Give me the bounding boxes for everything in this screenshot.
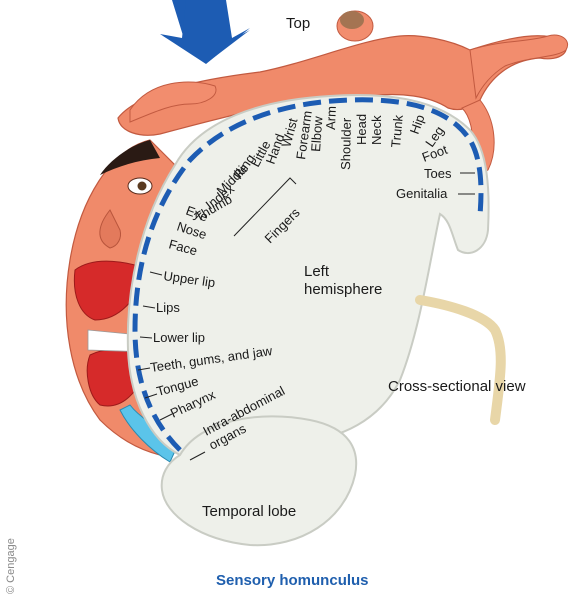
label-wrist: Wrist: [278, 116, 300, 149]
label-group-right: Foot Toes Genitalia: [396, 142, 475, 201]
label-genitalia: Genitalia: [396, 186, 448, 201]
label-head: Head: [354, 114, 369, 145]
label-arm: Arm: [323, 106, 339, 130]
label-eye: Eye: [184, 203, 210, 225]
heading-top: Top: [286, 15, 310, 32]
heading-temporal-lobe: Temporal lobe: [202, 503, 296, 520]
label-toes: Toes: [424, 166, 452, 181]
label-forearm: Forearm: [293, 110, 315, 161]
label-trunk: Trunk: [388, 114, 406, 148]
heading-hemisphere-1: Left: [304, 263, 330, 280]
label-lower-lip: Lower lip: [153, 330, 205, 345]
label-elbow: Elbow: [308, 115, 325, 152]
label-hip: Hip: [407, 113, 428, 136]
label-upper-lip: Upper lip: [163, 268, 217, 290]
heading-hemisphere-2: hemisphere: [304, 281, 382, 298]
label-lips: Lips: [156, 300, 180, 315]
heading-cross-section: Cross-sectional view: [388, 378, 526, 395]
label-shoulder: Shoulder: [338, 117, 354, 170]
pointer-arrow-icon: [160, 0, 250, 64]
figure-caption: Sensory homunculus: [216, 572, 369, 589]
label-neck: Neck: [369, 115, 384, 145]
label-face: Face: [167, 236, 199, 258]
image-credit: © Cengage: [5, 538, 17, 594]
homunculus-face: [65, 139, 181, 463]
brain-cross-section: [126, 94, 506, 547]
